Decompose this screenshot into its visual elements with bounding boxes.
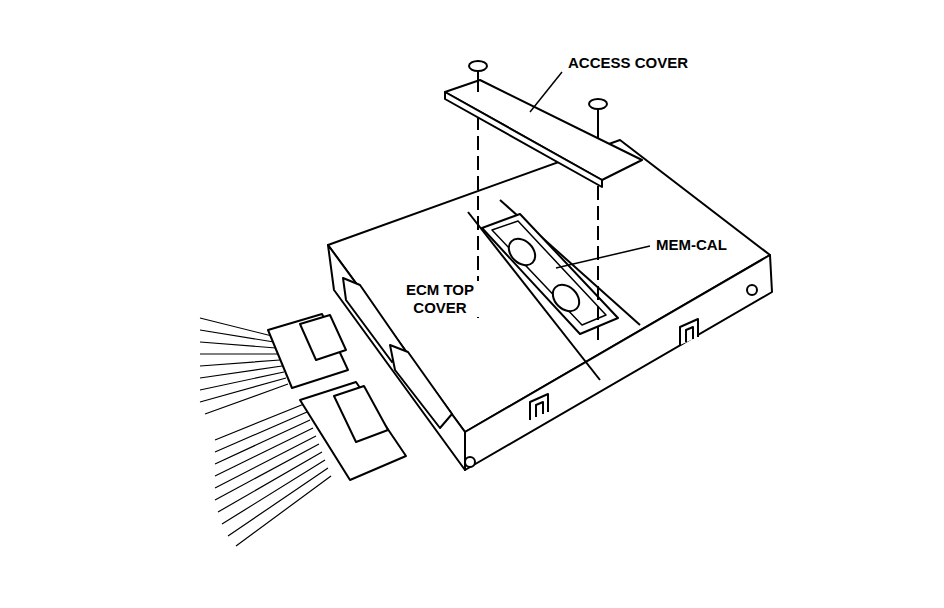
plug-latch — [334, 386, 388, 442]
screw-shank — [597, 108, 599, 130]
screw-head — [469, 61, 487, 71]
socket — [390, 345, 452, 428]
housing-screw — [747, 285, 757, 295]
screw-shank — [477, 70, 479, 92]
screw-head — [589, 99, 607, 109]
wire-bundle — [215, 404, 331, 546]
part-label: MEM-CAL — [654, 236, 729, 254]
mounting-tab — [530, 394, 548, 420]
housing-screw — [465, 457, 475, 467]
part-label: ACCESS COVER — [566, 54, 690, 72]
harness-plug — [300, 382, 406, 480]
harness-plug — [268, 314, 348, 388]
mounting-tab — [680, 319, 698, 345]
mem-cal-knob — [504, 234, 541, 271]
housing-side — [465, 255, 772, 470]
access-cover-edge — [445, 92, 602, 187]
mem-cal-knob — [548, 280, 585, 317]
leader-line — [530, 72, 562, 112]
mem-cal-rim — [492, 221, 606, 325]
plug-latch — [300, 315, 346, 360]
part-label: ECM TOP COVER — [396, 281, 484, 317]
leader-line — [556, 246, 650, 268]
